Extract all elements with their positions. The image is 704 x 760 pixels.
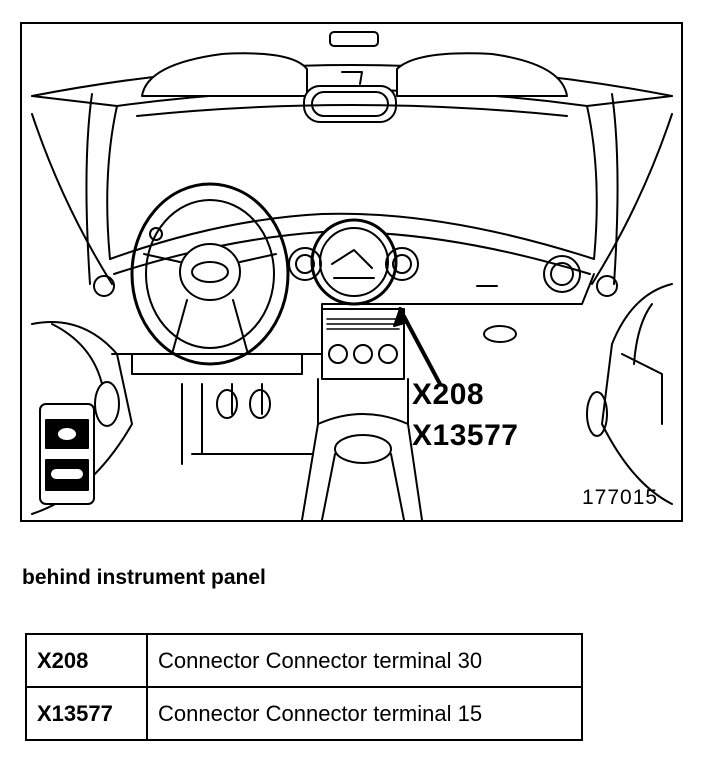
connector-description: Connector Connector terminal 15 <box>146 686 583 741</box>
connector-description: Connector Connector terminal 30 <box>146 633 583 688</box>
connector-legend-table: X208 Connector Connector terminal 30 X13… <box>25 633 583 741</box>
connector-code: X208 <box>25 633 148 688</box>
callout-label-x13577: X13577 <box>412 419 519 452</box>
location-caption: behind instrument panel <box>22 566 266 589</box>
figure-number: 177015 <box>582 486 659 509</box>
table-row: X208 Connector Connector terminal 30 <box>25 633 583 688</box>
connector-code: X13577 <box>25 686 148 741</box>
callout-label-x208: X208 <box>412 378 485 411</box>
dashboard-line-drawing <box>31 31 673 520</box>
dashboard-illustration: X208 X13577 177015 <box>20 22 683 522</box>
table-row: X13577 Connector Connector terminal 15 <box>25 686 583 741</box>
